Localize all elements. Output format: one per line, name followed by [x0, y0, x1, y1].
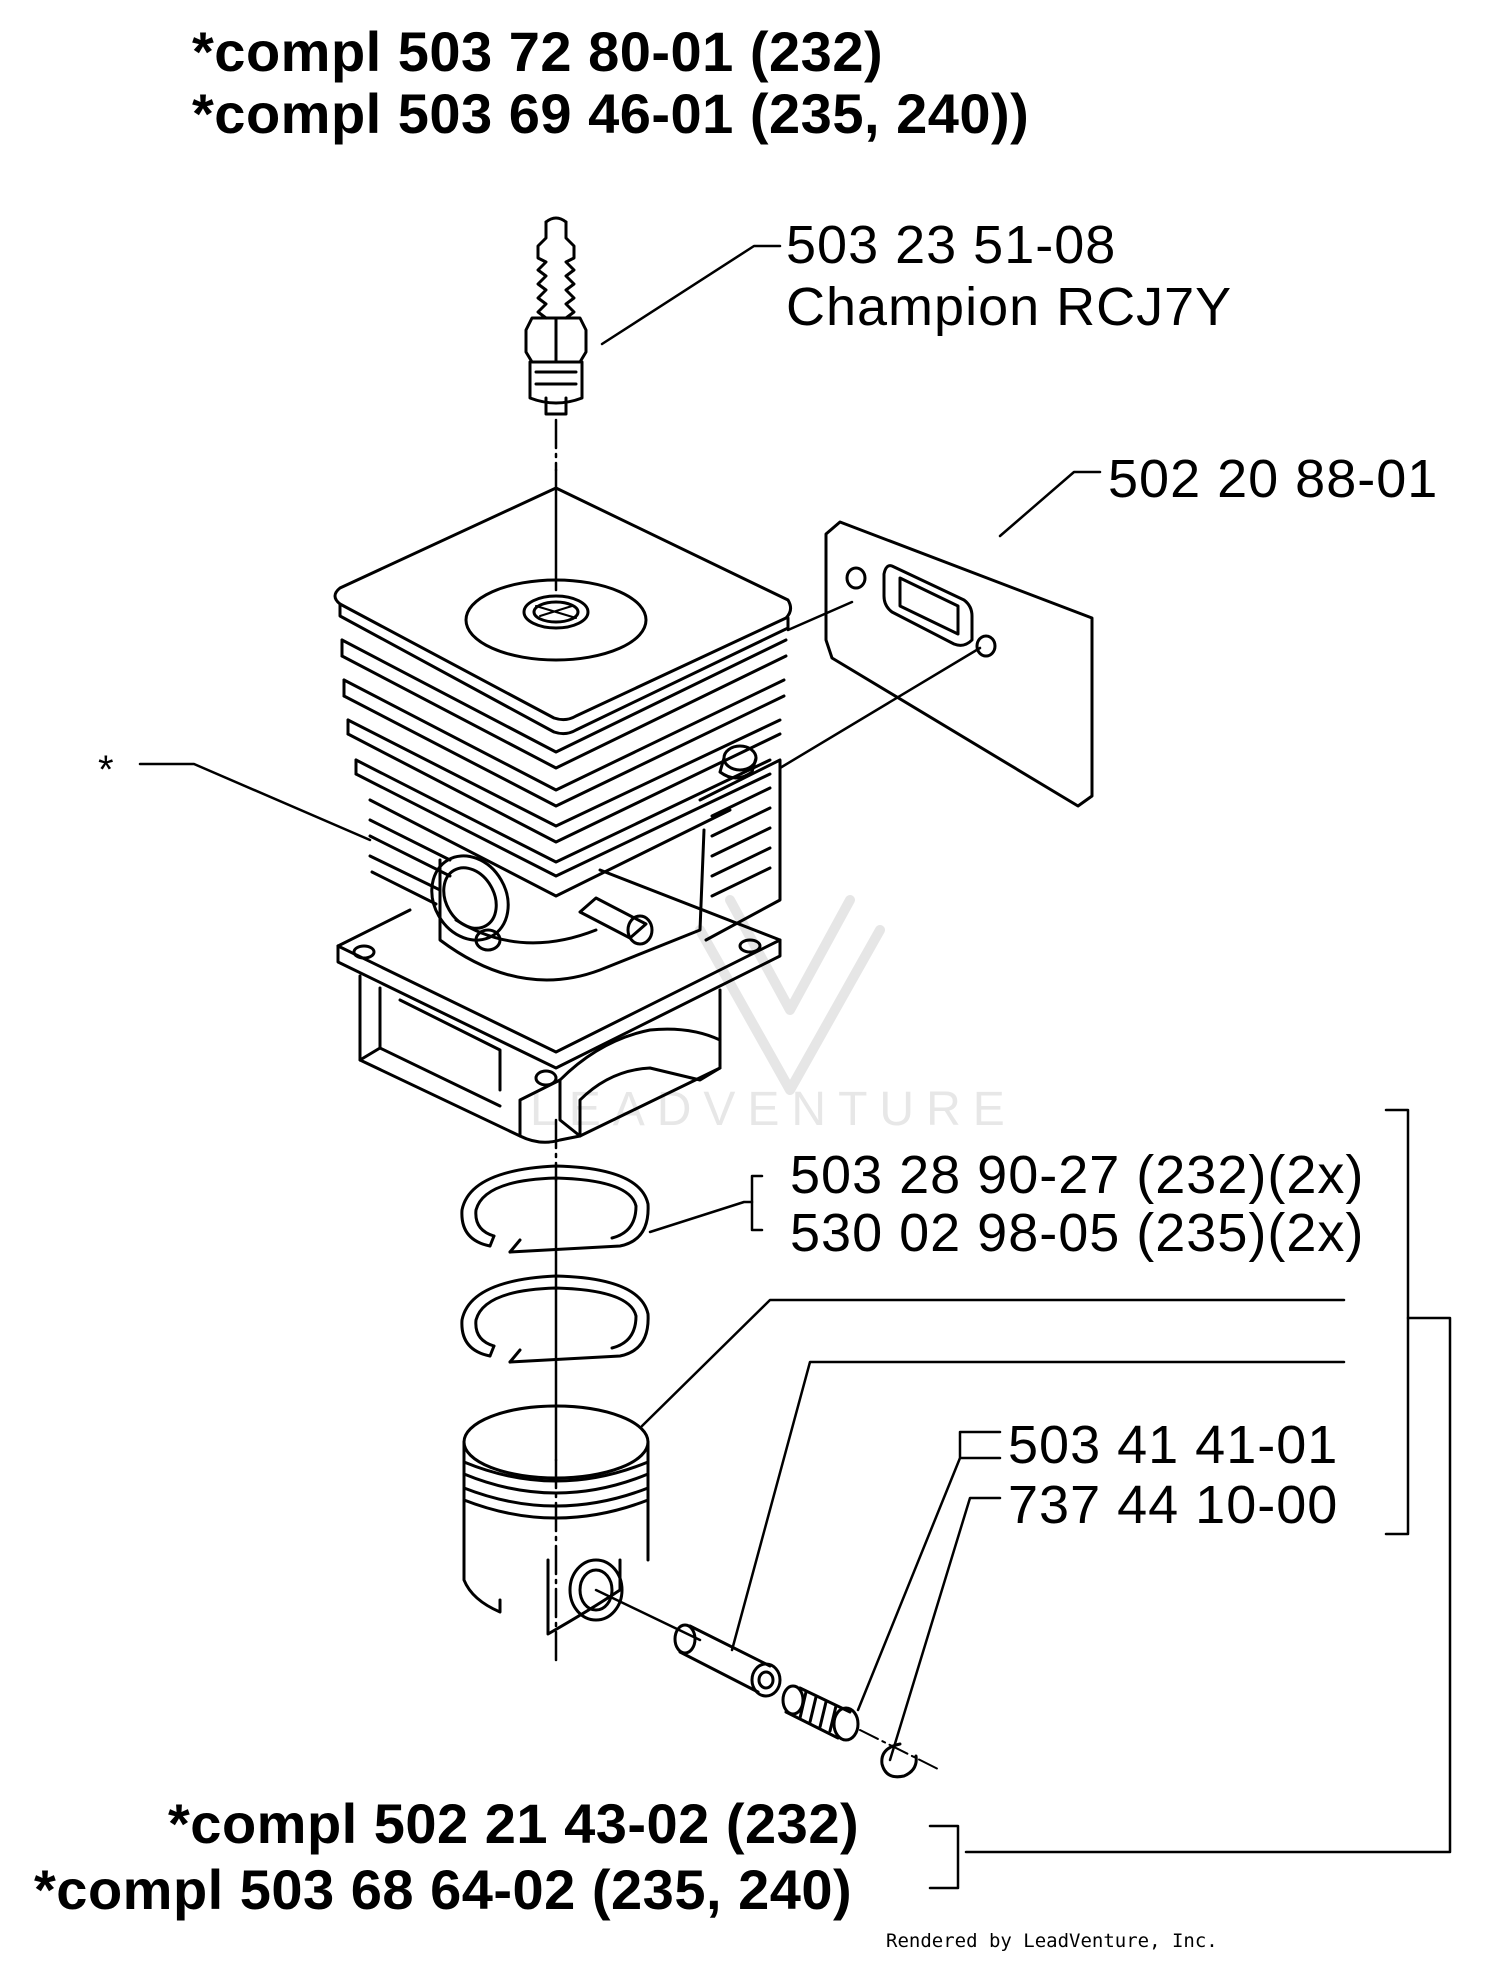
cylinder-kit-232-header: *compl 503 72 80-01 (232) — [192, 20, 884, 83]
cylinder — [333, 486, 793, 1144]
cylinder-asterisk: * — [98, 748, 115, 792]
cylinder-kit-235-240-header: *compl 503 69 46-01 (235, 240)) — [192, 82, 1030, 145]
leader-lines — [138, 244, 1452, 1890]
gasket-part-number: 502 20 88-01 — [1108, 449, 1439, 509]
spark-plug-part-number: 503 23 51-08 — [786, 215, 1117, 275]
piston-ring-232: 503 28 90-27 (232)(2x) — [790, 1145, 1365, 1205]
spark-plug — [524, 216, 588, 416]
needle-bearing — [781, 1684, 860, 1742]
needle-bearing-part-number: 503 41 41-01 — [1008, 1415, 1339, 1475]
circlip — [859, 1729, 941, 1779]
piston-rings — [460, 1164, 650, 1364]
spark-plug-type: Champion RCJ7Y — [786, 277, 1233, 337]
piston-kit-232-footer: *compl 502 21 43-02 (232) — [168, 1792, 860, 1855]
wrist-pin — [673, 1623, 782, 1698]
watermark: LEADVENTURE — [530, 1083, 1017, 1136]
watermark-emblem — [695, 895, 885, 1095]
piston-kit-235-240-footer: *compl 503 68 64-02 (235, 240) — [34, 1858, 853, 1921]
piston-ring-235: 530 02 98-05 (235)(2x) — [790, 1203, 1365, 1263]
circlip-part-number: 737 44 10-00 — [1008, 1475, 1339, 1535]
exhaust-gasket — [824, 520, 1094, 808]
render-credit: Rendered by LeadVenture, Inc. — [886, 1930, 1218, 1952]
piston — [462, 1404, 702, 1642]
